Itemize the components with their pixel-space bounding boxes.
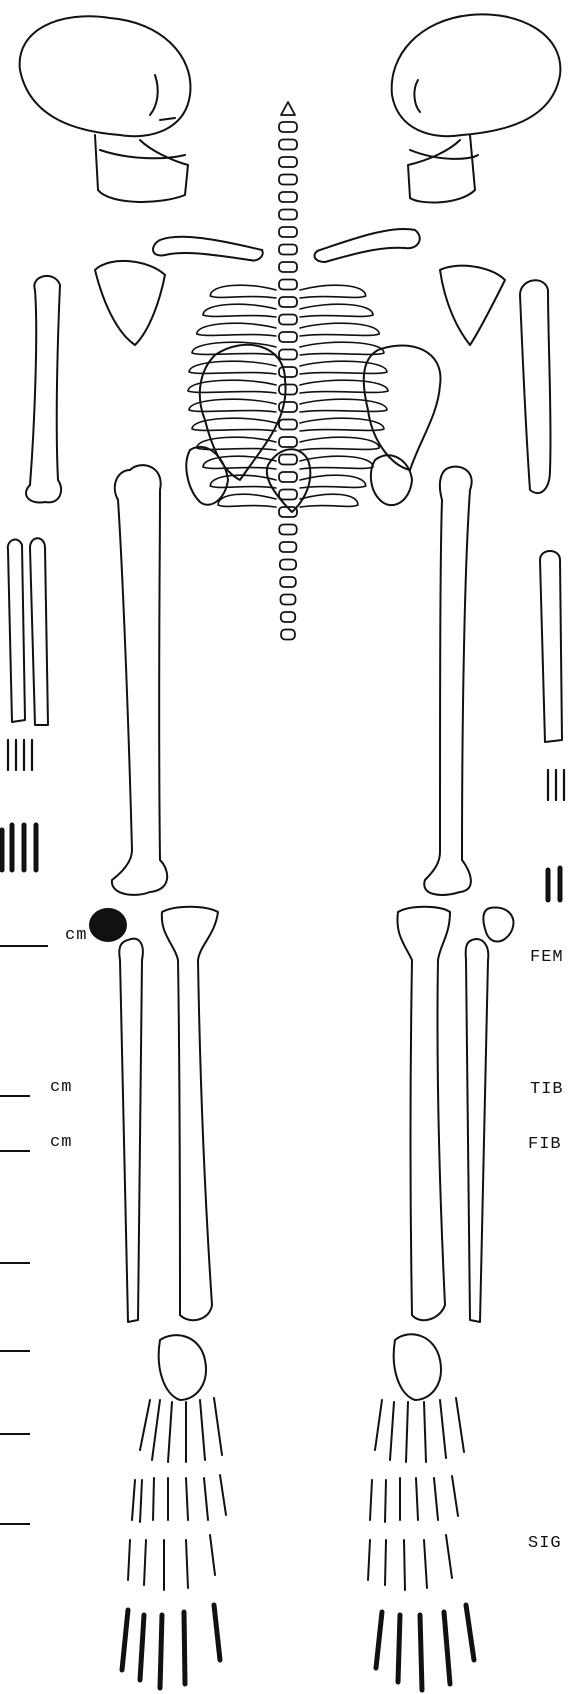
rib — [300, 342, 384, 355]
vertebra — [279, 525, 296, 535]
rib — [189, 361, 276, 374]
rule-6 — [0, 1433, 30, 1435]
left-skull — [20, 16, 191, 202]
right-arm — [520, 280, 564, 900]
vertebra — [279, 385, 297, 395]
vertebra — [279, 192, 297, 202]
vertebra — [279, 210, 297, 220]
clavicles — [153, 229, 420, 262]
vertebra — [281, 612, 295, 622]
vertebra — [281, 630, 295, 640]
rib — [300, 437, 379, 450]
vertebra — [279, 490, 297, 500]
rib — [300, 456, 373, 469]
vertebra — [279, 332, 297, 342]
rib — [218, 494, 276, 507]
vertebra — [279, 437, 297, 447]
vertebra — [279, 472, 297, 482]
femur-label: FEM — [530, 948, 564, 967]
rib — [197, 323, 276, 336]
vertebra — [279, 122, 297, 132]
rib — [300, 399, 387, 412]
left-kneecap — [90, 909, 126, 941]
signature-label: SIG — [528, 1534, 562, 1553]
vertebra — [279, 350, 297, 360]
rule-2 — [0, 1095, 30, 1097]
left-foot — [122, 1335, 226, 1688]
rule-3 — [0, 1150, 30, 1152]
rib — [300, 494, 358, 507]
rib — [300, 361, 387, 374]
spine — [279, 102, 297, 640]
vertebra — [279, 367, 297, 377]
femurs — [112, 465, 472, 895]
rib — [203, 304, 276, 317]
vertebra — [279, 245, 297, 255]
vertebra — [280, 560, 296, 570]
rule-5 — [0, 1350, 30, 1352]
unit-label-2: cm — [50, 1078, 72, 1097]
fibula-label: FIB — [528, 1135, 562, 1154]
vertebra — [279, 455, 297, 465]
vertebra — [279, 420, 297, 430]
rib — [300, 304, 373, 317]
vertebra — [279, 297, 297, 307]
rib — [300, 285, 366, 298]
scapulae — [95, 261, 505, 345]
fibulae — [119, 939, 488, 1322]
vertebra — [279, 280, 297, 290]
right-foot — [368, 1334, 474, 1690]
right-skull — [392, 14, 561, 202]
vertebra — [279, 262, 297, 272]
left-arm — [2, 276, 61, 870]
tibia-label: TIB — [530, 1080, 564, 1099]
rib-cage — [188, 285, 388, 507]
rib — [203, 456, 276, 469]
vertebra — [281, 595, 296, 605]
rule-4 — [0, 1262, 30, 1264]
vertebra — [279, 175, 297, 185]
vertebra — [279, 157, 297, 167]
vertebra — [280, 577, 296, 587]
rib — [210, 285, 276, 298]
rule-1 — [0, 945, 48, 947]
unit-label-1: cm — [65, 926, 87, 945]
tibiae — [162, 907, 450, 1320]
vertebra — [279, 140, 297, 150]
rib — [300, 380, 388, 393]
vertebra — [279, 315, 297, 325]
rule-7 — [0, 1523, 30, 1525]
vertebra — [280, 542, 297, 552]
unit-label-3: cm — [50, 1133, 72, 1152]
right-kneecap — [483, 907, 513, 941]
vertebra — [279, 227, 297, 237]
rib — [300, 323, 379, 336]
